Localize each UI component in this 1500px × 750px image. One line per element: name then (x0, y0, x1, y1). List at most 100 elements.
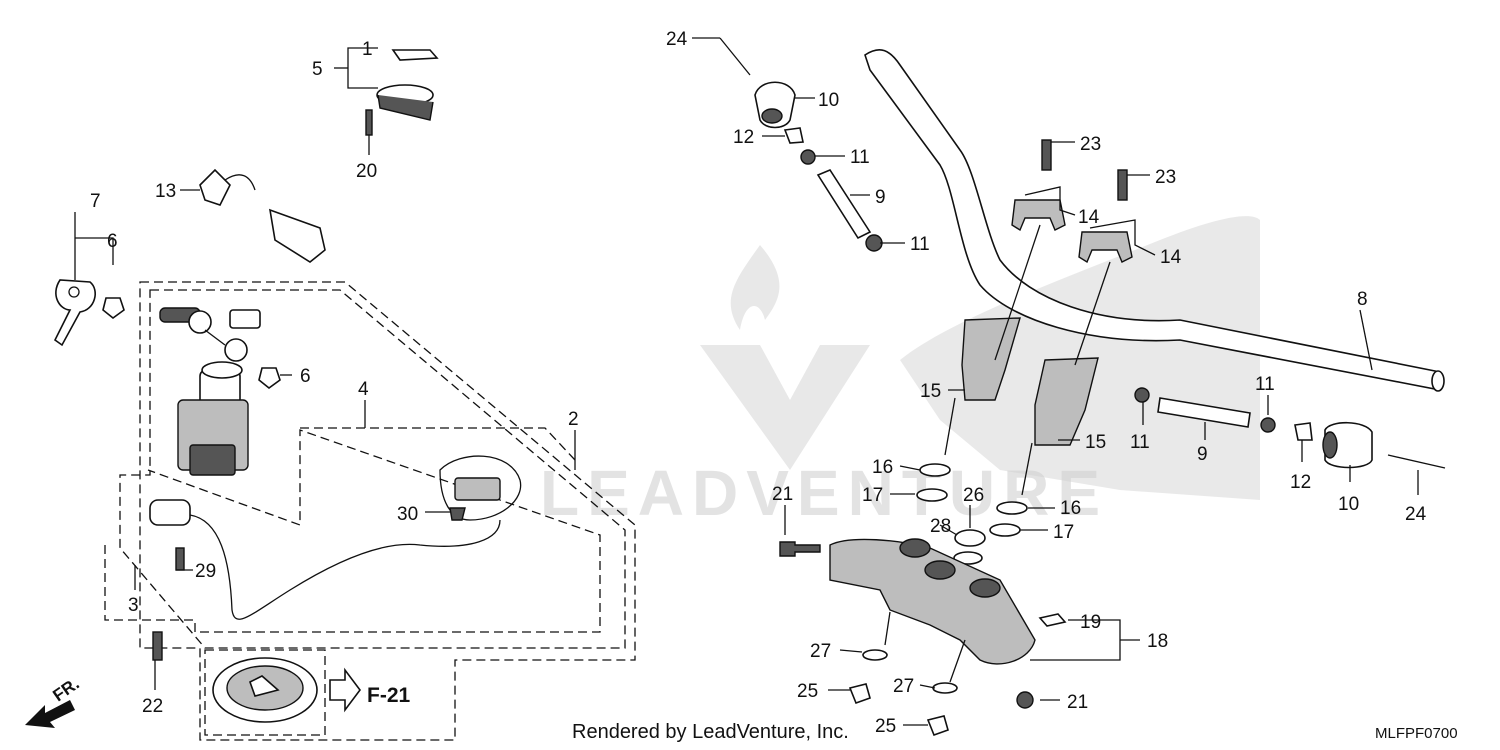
nut-6a (102, 297, 125, 320)
nut-6b (258, 367, 281, 390)
callout-6a: 6 (107, 231, 118, 252)
callout-25a: 25 (797, 681, 818, 702)
callout-12b: 12 (1290, 472, 1311, 493)
callout-13: 13 (155, 181, 176, 202)
top-bridge-18 (829, 538, 1036, 665)
callout-18: 18 (1147, 631, 1168, 652)
bar-end-weight-10b (1322, 421, 1373, 469)
lower-holder-stem-15a (944, 397, 956, 456)
fuel-cap (212, 657, 318, 723)
callout-25b: 25 (875, 716, 896, 737)
nut-11c (1134, 387, 1150, 403)
callout-16b: 16 (1060, 498, 1081, 519)
callout-15a: 15 (920, 381, 941, 402)
callout-9b: 9 (1197, 444, 1208, 465)
nut-26 (954, 529, 986, 547)
callout-21b: 21 (1067, 692, 1088, 713)
clip-30 (449, 507, 466, 521)
callout-28: 28 (930, 516, 951, 537)
callout-3: 3 (128, 595, 139, 616)
bar-end-weight-10a (754, 81, 796, 129)
reference-arrow (329, 667, 361, 713)
watermark: LEADVENTURE (540, 245, 1108, 529)
washer-16a (919, 463, 951, 477)
callout-2: 2 (568, 409, 579, 430)
lower-holder-15a (961, 317, 1021, 401)
callout-29: 29 (195, 561, 216, 582)
callout-24a: 24 (666, 29, 688, 50)
callout-26: 26 (963, 485, 984, 506)
bracket-13 (199, 168, 326, 263)
front-direction-label: FR. (49, 674, 82, 705)
callout-11a: 11 (850, 147, 870, 168)
bolt-24a (719, 37, 751, 76)
bolt-23a (1041, 139, 1052, 171)
callout-17a: 17 (862, 485, 883, 506)
shaft-9b (1157, 397, 1251, 428)
callout-12a: 12 (733, 127, 754, 148)
callout-6b: 6 (300, 366, 311, 387)
clip-12b (1294, 422, 1313, 441)
callout-23b: 23 (1155, 167, 1176, 188)
callout-11d: 11 (1130, 432, 1150, 453)
callout-17b: 17 (1053, 522, 1074, 543)
callout-14b: 14 (1160, 247, 1182, 268)
fuel-cap-frame (204, 649, 326, 736)
key-sensor-harness (149, 455, 522, 620)
callout-23a: 23 (1080, 134, 1101, 155)
callout-16a: 16 (872, 457, 893, 478)
bolt-21b (1016, 691, 1034, 709)
ignition-switch (177, 361, 249, 476)
plate-19 (1038, 613, 1067, 627)
callout-4: 4 (358, 379, 369, 400)
assembly-outline-3b (104, 429, 601, 633)
washer-17a (916, 488, 948, 502)
callout-numbers: 1 5 20 13 7 6 6 4 2 30 29 3 22 24 10 12 … (90, 29, 1427, 737)
key-7 (53, 279, 96, 347)
handlebar-8 (864, 49, 1445, 392)
front-direction-arrow: FR. (25, 674, 83, 728)
diagram-code: MLFPF0700 (1375, 725, 1458, 742)
nut-11b (865, 234, 883, 252)
assembly-outline-4 (300, 427, 576, 461)
callout-1: 1 (362, 39, 373, 60)
credit-text: Rendered by LeadVenture, Inc. (572, 721, 849, 743)
key-set (159, 307, 261, 362)
washer-16b (996, 501, 1028, 515)
nut-25a (848, 683, 871, 705)
screw-29 (175, 547, 185, 571)
callout-27b: 27 (893, 676, 914, 697)
clip-12a (783, 127, 804, 144)
callout-27a: 27 (810, 641, 831, 662)
callout-20: 20 (356, 161, 377, 182)
bolt-24b (1387, 454, 1446, 469)
screw-22 (152, 631, 163, 661)
washer-28 (953, 551, 983, 565)
cap-5 (376, 84, 434, 121)
callout-21a: 21 (772, 484, 793, 505)
callout-14a: 14 (1078, 207, 1100, 228)
shaft-9a (816, 169, 872, 240)
callout-5: 5 (312, 59, 323, 80)
washer-27b (932, 682, 958, 694)
callout-19: 19 (1080, 612, 1101, 633)
cover-1 (391, 49, 439, 61)
upper-holder-14b (1078, 231, 1133, 264)
nut-11d (1260, 417, 1276, 433)
bolt-23b (1117, 169, 1128, 201)
watermark-text: LEADVENTURE (540, 457, 1108, 529)
callout-11c: 11 (1255, 374, 1275, 395)
nut-25b (926, 715, 949, 737)
callout-24b: 24 (1405, 504, 1427, 525)
callout-10b: 10 (1338, 494, 1359, 515)
lower-holder-stem-15b (1021, 442, 1033, 496)
leaders-right (692, 37, 1419, 726)
callout-30: 30 (397, 504, 418, 525)
callout-15b: 15 (1085, 432, 1106, 453)
assembly-outline-3 (119, 289, 626, 649)
assembly-outline-2 (139, 281, 636, 741)
screw-20 (365, 109, 373, 136)
callout-22: 22 (142, 696, 163, 717)
callout-7: 7 (90, 191, 101, 212)
